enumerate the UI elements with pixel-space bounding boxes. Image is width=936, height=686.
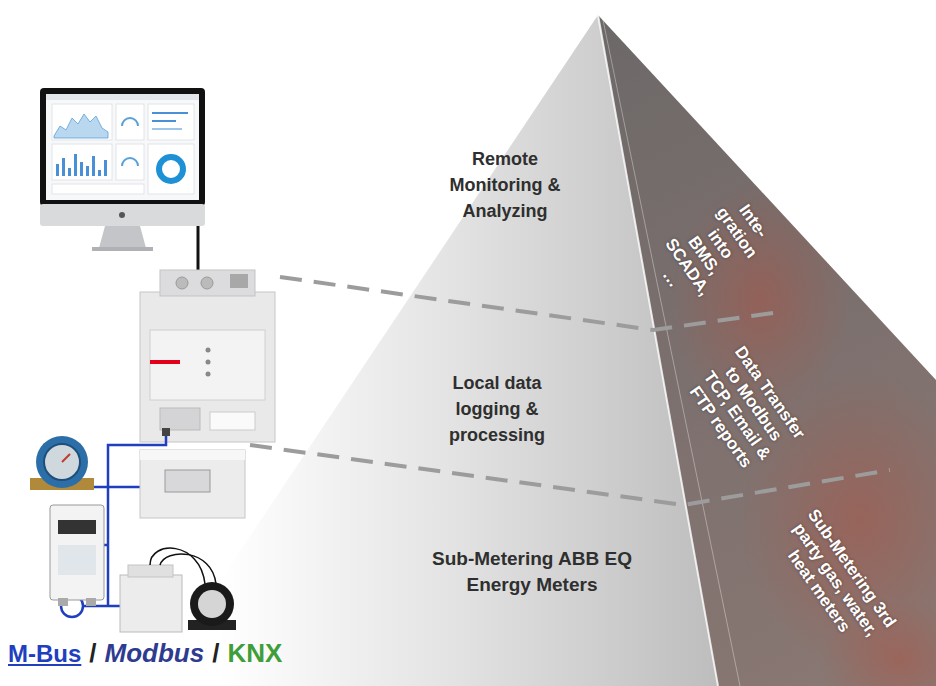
monitor-icon-part: [52, 104, 112, 140]
gas-meter: [50, 505, 104, 606]
data-logger-device-part: [160, 270, 255, 296]
data-logger-device-part: [201, 277, 213, 289]
water-meter-black-part: [190, 582, 234, 626]
energy-meter-part: [165, 470, 210, 492]
data-logger-device: [140, 270, 275, 442]
monitor-icon-part: [119, 212, 125, 218]
monitor-icon-part: [99, 226, 146, 248]
monitor-icon-part: [56, 164, 59, 176]
monitor-icon-part: [104, 160, 107, 176]
data-logger-device-part: [230, 274, 248, 288]
monitor-icon-part: [122, 158, 138, 166]
monitor-icon-part: [152, 128, 182, 130]
monitor-icon-part: [40, 204, 205, 226]
protocol-name: M-Bus: [8, 640, 81, 668]
energy-meter: [140, 450, 245, 518]
data-logger-device-part: [150, 330, 265, 400]
monitor-icon-part: [52, 144, 112, 180]
monitor-icon-part: [92, 156, 95, 176]
protocol-name: /: [89, 638, 96, 669]
monitor-icon-part: [52, 184, 144, 194]
gas-meter-part: [50, 505, 104, 600]
water-meter-part: [44, 444, 80, 480]
water-meter-part: [62, 454, 70, 462]
monitor-icon-part: [74, 154, 77, 176]
monitor-icon-part: [68, 168, 71, 176]
tier-text: Remote Monitoring & Analyzing: [446, 146, 564, 224]
monitor-icon-part: [98, 170, 101, 176]
gas-meter-part: [86, 598, 96, 606]
monitor-icon-part: [122, 118, 138, 126]
monitor-icon-part: [54, 114, 108, 138]
energy-meter-part: [140, 450, 245, 460]
water-meter-black: [188, 582, 236, 630]
data-logger-device-part: [210, 412, 255, 430]
pyramid-front-band: Local data logging & processing: [427, 370, 567, 448]
gas-meter-part: [58, 520, 96, 534]
data-logger-device-part: [176, 277, 188, 289]
energy-meter-part: [140, 450, 245, 518]
monitor-icon-part: [116, 144, 144, 180]
water-meter-black-part: [198, 590, 226, 618]
tier-text: Local data logging & processing: [427, 370, 567, 448]
data-logger-device-part: [206, 360, 211, 365]
data-logger-device-part: [206, 348, 211, 353]
bus-wiring-part: [104, 544, 108, 547]
protocol-name: Modbus: [105, 638, 205, 669]
monitor-icon-part: [116, 104, 144, 140]
monitor-icon-part: [152, 112, 188, 114]
tier-divider: [250, 277, 890, 505]
monitor-icon-part: [159, 157, 183, 181]
pulse-converter-part: [160, 554, 216, 584]
pyramid-part: [602, 15, 740, 686]
monitor-icon-part: [148, 104, 194, 140]
gas-meter-part: [58, 598, 68, 606]
protocol-row: M-Bus/Modbus/KNX: [8, 638, 282, 669]
tier-divider-part: [250, 445, 890, 505]
water-meter-part: [36, 436, 88, 488]
monitor-icon-part: [62, 158, 65, 176]
pulse-converter-part: [120, 575, 182, 632]
pyramid-front-band: Sub-Metering ABB EQ Energy Meters: [412, 546, 652, 598]
monitor-icon-part: [152, 120, 176, 122]
pulse-converter-part: [128, 565, 173, 577]
pyramid-front-band: Remote Monitoring & Analyzing: [446, 146, 564, 224]
monitor-icon-part: [86, 166, 89, 176]
pyramid-part: [598, 15, 718, 686]
network-cable: [198, 226, 199, 272]
data-logger-device-part: [140, 292, 275, 442]
water-meter: [30, 436, 94, 490]
data-logger-device-part: [162, 428, 170, 436]
monitor-icon-part: [46, 94, 199, 100]
monitor-icon-part: [148, 144, 194, 194]
data-logger-device-part: [150, 360, 180, 364]
monitor-icon-part: [40, 88, 205, 206]
monitor-icon-part: [80, 162, 83, 176]
data-logger-device-part: [160, 408, 200, 430]
monitor-icon-part: [92, 247, 153, 251]
tier-text: Sub-Metering ABB EQ Energy Meters: [412, 546, 652, 598]
gas-meter-part: [58, 545, 96, 575]
data-logger-device-part: [206, 372, 211, 377]
monitor-icon: [40, 88, 205, 251]
protocol-name: /: [212, 638, 219, 669]
protocol-name: KNX: [227, 638, 282, 669]
monitor-icon-part: [46, 94, 199, 200]
network-cable-part: [197, 226, 200, 272]
